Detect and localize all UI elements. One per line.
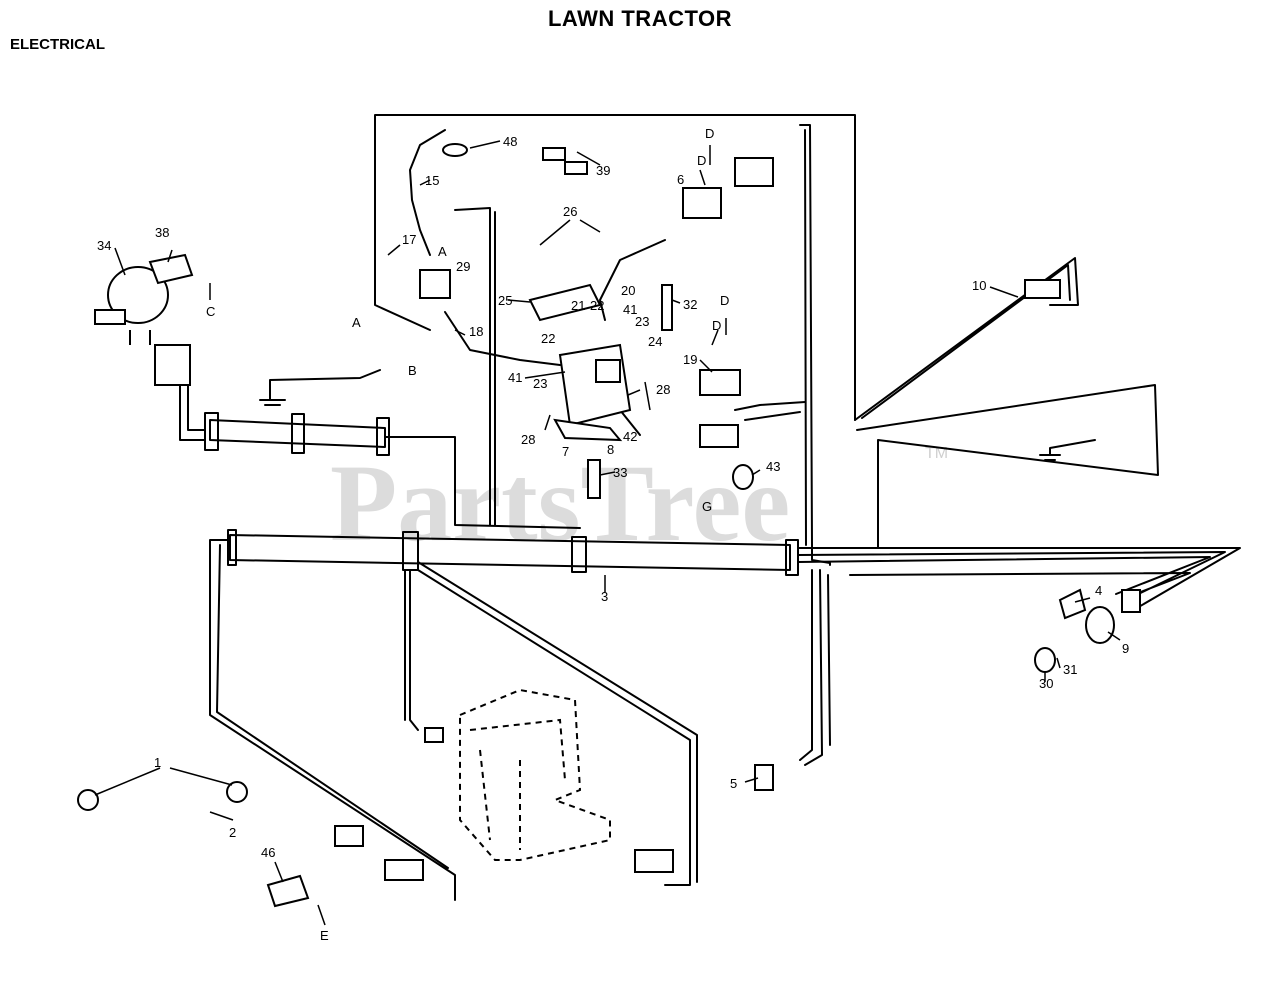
callout-34: 34: [97, 238, 111, 253]
switch-19-icon: [699, 369, 741, 396]
callout-25: 25: [498, 293, 512, 308]
callout-48: 48: [503, 134, 517, 149]
callout-46: 46: [261, 845, 275, 860]
section-label: ELECTRICAL: [10, 36, 105, 53]
callout-32: 32: [683, 297, 697, 312]
callout-10: 10: [972, 278, 986, 293]
connector-E: E: [320, 928, 329, 943]
battery-bracket-25-icon: [528, 283, 602, 322]
grommet-48-icon: [442, 143, 468, 157]
callout-15: 15: [425, 173, 439, 188]
callout-28b: 28: [521, 432, 535, 447]
callout-43: 43: [766, 459, 780, 474]
dash-panel-outline: [374, 114, 856, 421]
cable-20: [599, 239, 666, 321]
watermark-tm: TM: [925, 445, 948, 462]
ground-symbol-left: [259, 369, 381, 406]
callout-7: 7: [562, 444, 569, 459]
callout-3: 3: [601, 589, 608, 604]
callout-38: 38: [155, 225, 169, 240]
connector-G: G: [702, 499, 712, 514]
connector-A: A: [438, 244, 447, 259]
ammeter-9-icon: [1085, 606, 1115, 644]
callout-29: 29: [456, 259, 470, 274]
bracket-46-icon: [266, 874, 310, 908]
callout-labels: 1 2 3 4 5 6 7 8 9 10 15 17 18 19 20 21 2…: [97, 126, 1129, 943]
connector-bottom-left: [384, 859, 424, 881]
bracket-38-icon: [148, 253, 194, 285]
rear-harness-wires: [797, 547, 1241, 613]
connector-bottom-right: [634, 849, 674, 873]
connector-D3: D: [720, 293, 729, 308]
callout-20: 20: [621, 283, 635, 298]
seat-switch-wire: [854, 257, 1079, 421]
connector-D1: D: [705, 126, 714, 141]
callout-6: 6: [677, 172, 684, 187]
main-harness-tube: [229, 534, 791, 571]
light-1b-icon: [226, 781, 248, 803]
callout-17: 17: [402, 232, 416, 247]
connector-D2: D: [697, 153, 706, 168]
key-39-icon: [542, 147, 566, 161]
callout-41a: 41: [623, 302, 637, 317]
watermark-text: PartsTree: [330, 442, 790, 564]
holder-5-icon: [754, 764, 774, 791]
callout-18: 18: [469, 324, 483, 339]
tube-33-icon: [587, 459, 601, 499]
right-harness: [799, 124, 813, 546]
solenoid-29-icon: [419, 269, 451, 299]
callout-26: 26: [563, 204, 577, 219]
right-ground-wire: [856, 384, 1159, 549]
callout-42: 42: [623, 429, 637, 444]
rear-diagonal-wire: [417, 561, 698, 886]
connector-top-icon: [734, 157, 774, 187]
module-icon: [154, 344, 191, 386]
upper-harness-tube: [209, 419, 386, 448]
callout-24: 24: [648, 334, 662, 349]
callout-8: 8: [607, 442, 614, 457]
connector-A1: A: [352, 315, 361, 330]
callout-30: 30: [1039, 676, 1053, 691]
callout-39: 39: [596, 163, 610, 178]
engine-outline: [459, 688, 611, 861]
callout-31: 31: [1063, 662, 1077, 677]
callout-33: 33: [613, 465, 627, 480]
left-loop-wire: [209, 539, 456, 901]
callout-2: 2: [229, 825, 236, 840]
callout-23b: 23: [533, 376, 547, 391]
callout-9: 9: [1122, 641, 1129, 656]
callout-21: 21: [571, 298, 585, 313]
cable-15: [409, 129, 446, 256]
callout-28a: 28: [656, 382, 670, 397]
switch-10-icon: [1024, 279, 1061, 299]
battery-24-icon: [558, 343, 632, 427]
relay-6-icon: [682, 187, 722, 219]
callout-41b: 41: [508, 370, 522, 385]
bracket-4-icon: [1058, 588, 1087, 620]
callout-22a: 22: [590, 298, 604, 313]
callout-19: 19: [683, 352, 697, 367]
connector-C: C: [206, 304, 215, 319]
knob-30-icon: [1034, 647, 1056, 673]
callout-1: 1: [154, 755, 161, 770]
page-title: LAWN TRACTOR: [547, 6, 733, 31]
callout-22b: 22: [541, 331, 555, 346]
callout-4: 4: [1095, 583, 1102, 598]
ground-symbol-right: [1039, 439, 1096, 461]
lamp-43-icon: [732, 464, 754, 490]
connector-B1: B: [408, 363, 417, 378]
light-1a-icon: [77, 789, 99, 811]
bolt-32-icon: [661, 284, 673, 331]
callout-23a: 23: [635, 314, 649, 329]
connector-D4: D: [712, 318, 721, 333]
callout-5: 5: [730, 776, 737, 791]
